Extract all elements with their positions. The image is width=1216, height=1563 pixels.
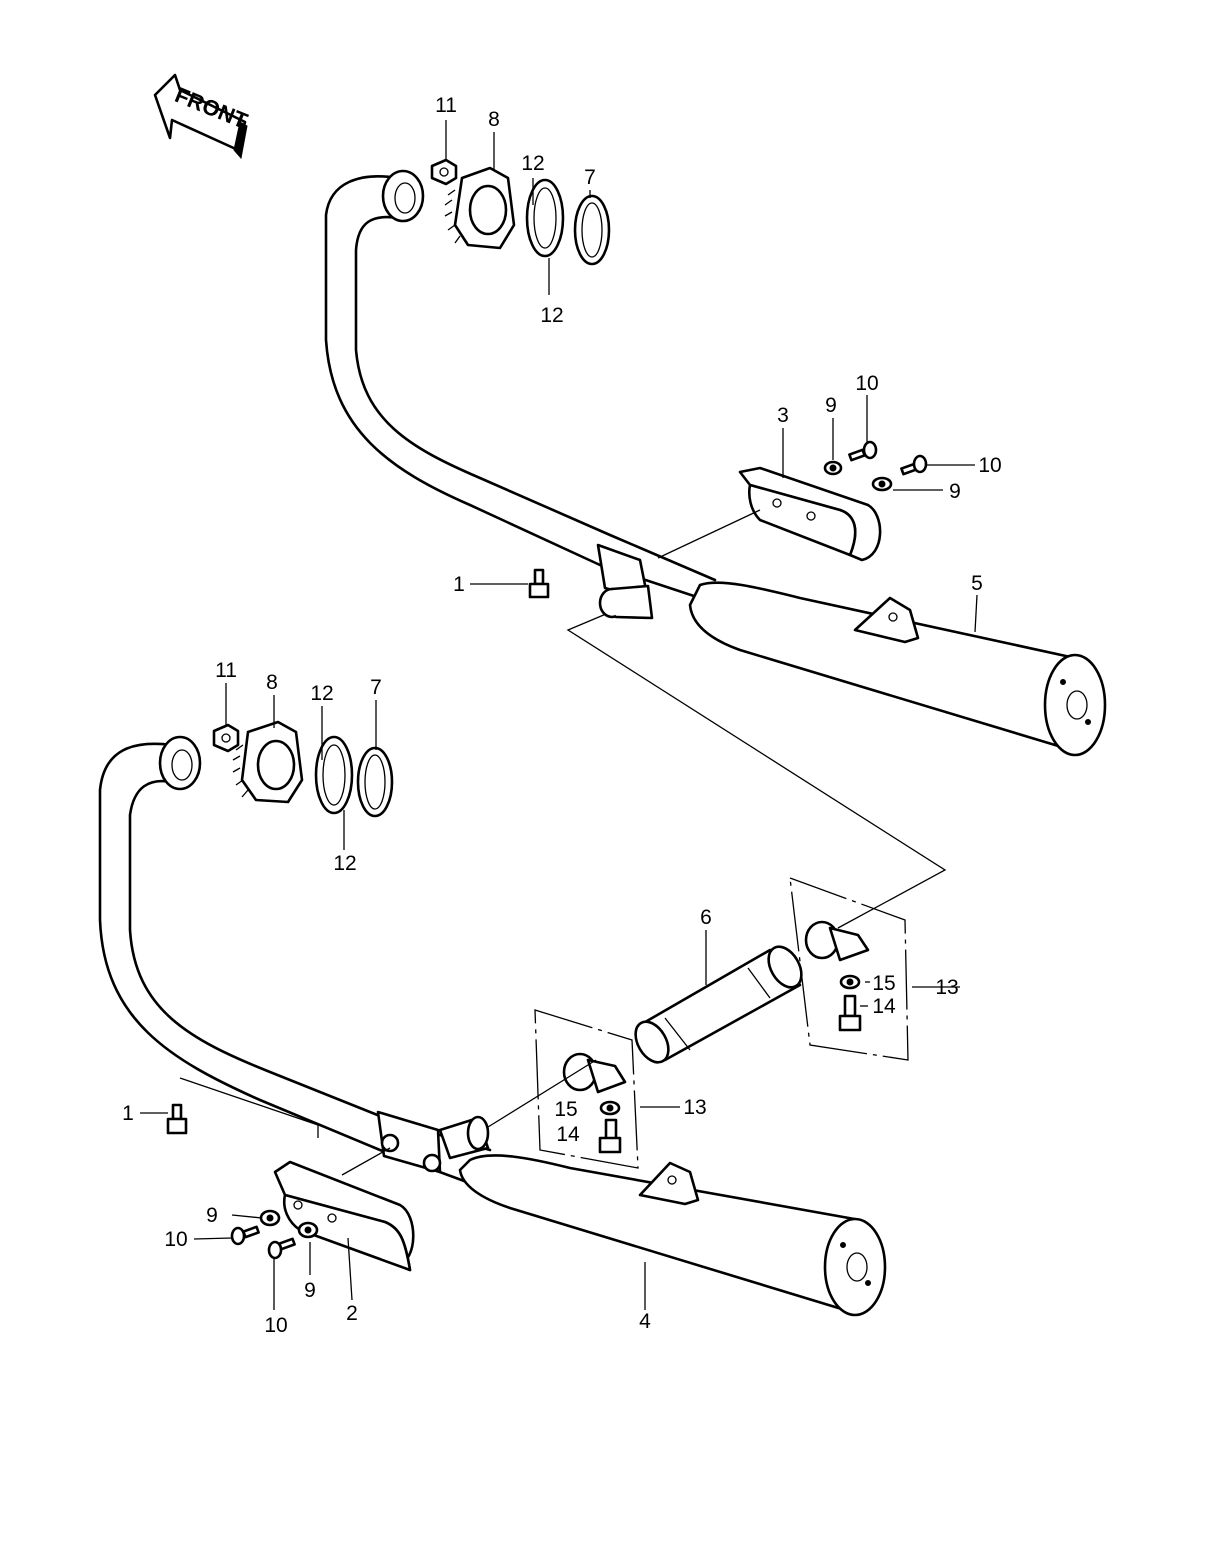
callout-5: 5 <box>971 572 983 595</box>
callout-4: 4 <box>639 1310 651 1333</box>
lower-mounting-bolt <box>166 1103 188 1135</box>
callout-8-upper: 8 <box>488 108 500 131</box>
callout-13-mid: 13 <box>683 1096 706 1119</box>
callout-12-lower-a: 12 <box>310 682 333 705</box>
upper-mounting-bolt <box>528 568 550 599</box>
lower-heat-cover <box>273 1160 415 1272</box>
upper-muffler <box>688 581 1107 757</box>
callout-3: 3 <box>777 404 789 427</box>
lower-muffler <box>458 1154 887 1317</box>
upper-exhaust-pipe <box>324 169 717 620</box>
crossover-pipe <box>634 945 803 1064</box>
callout-9-upper-b: 9 <box>949 480 961 503</box>
upper-split-collar <box>525 178 565 258</box>
callout-12-upper-a: 12 <box>521 152 544 175</box>
callout-8-lower: 8 <box>266 671 278 694</box>
callout-7-upper: 7 <box>584 166 596 189</box>
callout-10-lower-a: 10 <box>164 1228 187 1251</box>
upper-heat-cover-fasteners <box>823 440 928 492</box>
callout-10-lower-b: 10 <box>264 1314 287 1337</box>
front-direction-arrow: FRONT <box>153 73 252 160</box>
upper-exhaust-flange <box>444 166 516 250</box>
callout-2: 2 <box>346 1302 358 1325</box>
callout-12-lower-b: 12 <box>333 852 356 875</box>
middle-clamp-group <box>534 1009 639 1169</box>
callout-10-upper-b: 10 <box>978 454 1001 477</box>
upper-flange-nut <box>430 158 458 186</box>
leader-lines <box>140 120 978 1310</box>
right-clamp-group <box>789 877 909 1061</box>
lower-split-collar <box>314 735 354 815</box>
lower-heat-cover-fasteners <box>230 1209 319 1260</box>
callout-7-lower: 7 <box>370 676 382 699</box>
lower-exhaust-flange <box>232 720 304 804</box>
callout-14-mid: 14 <box>556 1123 580 1146</box>
lower-exhaust-pipe <box>98 735 492 1187</box>
callout-11-lower: 11 <box>215 659 237 682</box>
callout-9-lower-b: 9 <box>304 1279 316 1302</box>
callout-6: 6 <box>700 906 712 929</box>
lower-gasket <box>356 746 394 818</box>
lower-flange-nut <box>212 723 240 753</box>
upper-heat-cover <box>738 466 882 562</box>
callout-15-right: 15 <box>872 972 895 995</box>
callout-9-upper-a: 9 <box>825 394 837 417</box>
callout-14-right: 14 <box>872 995 896 1018</box>
callout-9-lower-a: 9 <box>206 1204 218 1227</box>
callout-13-right: 13 <box>935 976 958 999</box>
callout-1-lower: 1 <box>122 1102 134 1125</box>
callout-15-mid: 15 <box>554 1098 577 1121</box>
callout-10-upper-a: 10 <box>855 372 878 395</box>
callout-12-upper-b: 12 <box>540 304 563 327</box>
callout-11-upper: 11 <box>435 94 457 117</box>
callout-1-upper: 1 <box>453 573 465 596</box>
callout-numbers: 11 8 12 7 12 10 9 3 10 9 1 5 11 8 12 7 1… <box>122 94 1002 1337</box>
upper-gasket <box>573 194 611 266</box>
